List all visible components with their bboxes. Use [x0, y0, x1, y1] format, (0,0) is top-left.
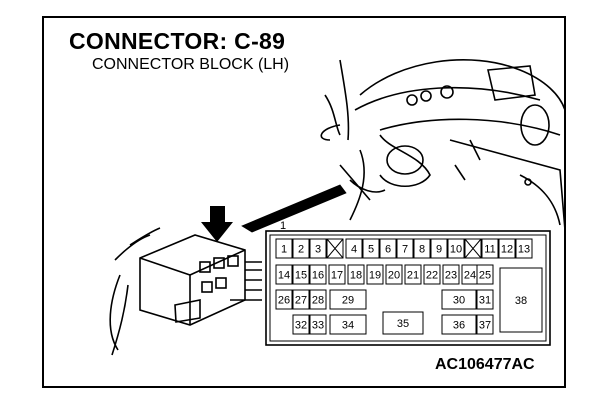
pin-number: 38	[515, 295, 527, 307]
connector-housing	[109, 227, 262, 356]
pin-number: 26	[278, 295, 290, 307]
pin-cell	[382, 311, 424, 335]
pin-number: 20	[388, 270, 400, 282]
pin-cell	[329, 314, 367, 335]
pin-cell	[309, 238, 327, 259]
pin-cell	[430, 238, 448, 259]
pin-cell	[292, 264, 310, 285]
pin-number: 35	[397, 318, 409, 330]
pin-cell	[385, 264, 403, 285]
pin-number: 21	[407, 270, 419, 282]
leader-arrow	[201, 184, 347, 242]
pin-cell	[515, 238, 533, 259]
pin-cell	[362, 238, 380, 259]
pin-cell	[309, 289, 327, 310]
pin-cell	[413, 238, 431, 259]
pin-number: 16	[312, 270, 324, 282]
pin-cell	[275, 264, 293, 285]
pin-number: 4	[351, 244, 357, 256]
pin-number: 2	[298, 244, 304, 256]
connector-subtitle: CONNECTOR BLOCK (LH)	[92, 56, 290, 73]
pin-number: 36	[453, 320, 465, 332]
pin-cell	[309, 314, 327, 335]
pin-number: 28	[312, 295, 324, 307]
pin-number: 7	[402, 244, 408, 256]
pin-number: 24	[464, 270, 476, 282]
pin-cell	[441, 314, 477, 335]
pin-number: 12	[501, 244, 513, 256]
pin-cell	[404, 264, 422, 285]
pin-number: 11	[484, 244, 495, 256]
pin-number: 37	[479, 320, 491, 332]
pin-cell	[329, 289, 367, 310]
pin-cell	[442, 264, 460, 285]
pin-cell	[275, 289, 293, 310]
figure-code: AC106477AC	[435, 356, 535, 373]
pin-cell	[309, 264, 327, 285]
pin-number: 30	[453, 295, 465, 307]
pin-number: 1	[281, 244, 287, 256]
pin-number: 33	[312, 320, 324, 332]
pin-number: 34	[342, 320, 354, 332]
pin-number: 10	[450, 244, 462, 256]
pin-number: 13	[518, 244, 530, 256]
pin-number: 27	[295, 295, 307, 307]
pin-number: 14	[278, 270, 290, 282]
pin-number: 23	[445, 270, 457, 282]
pin-number: 17	[331, 270, 343, 282]
pin-number: 25	[479, 270, 491, 282]
dashboard-illustration	[320, 59, 566, 231]
pin-number: 18	[350, 270, 362, 282]
pin-number: 6	[385, 244, 391, 256]
connector-corner-mark: 1	[280, 220, 286, 232]
pin-cell	[345, 238, 363, 259]
unused-pin-x-mark	[326, 238, 344, 259]
pin-number: 5	[368, 244, 374, 256]
pin-number: 29	[342, 295, 354, 307]
pin-cell	[476, 289, 494, 310]
pin-cell	[396, 238, 414, 259]
pin-cell	[366, 264, 384, 285]
pin-cell	[275, 238, 293, 259]
connector-title: CONNECTOR: C-89	[69, 28, 286, 54]
pin-cell	[447, 238, 465, 259]
pin-number: 9	[436, 244, 442, 256]
pin-number: 19	[369, 270, 381, 282]
unused-pin-x-mark	[464, 238, 482, 259]
pin-cell	[328, 264, 346, 285]
pin-cell	[423, 264, 441, 285]
pin-number: 31	[479, 295, 491, 307]
pin-number: 8	[419, 244, 425, 256]
pin-cell	[292, 238, 310, 259]
pin-number: 15	[295, 270, 307, 282]
pin-cell	[481, 238, 499, 259]
pin-cell	[476, 264, 494, 285]
pin-number: 32	[295, 320, 307, 332]
pin-cell	[441, 289, 477, 310]
pin-cell	[292, 289, 310, 310]
pin-cell	[499, 267, 543, 333]
pin-number: 3	[315, 244, 321, 256]
pin-cell	[476, 314, 494, 335]
pin-cell	[292, 314, 310, 335]
pin-cell	[379, 238, 397, 259]
pin-cell	[347, 264, 365, 285]
pin-number: 22	[426, 270, 438, 282]
pin-cell	[498, 238, 516, 259]
